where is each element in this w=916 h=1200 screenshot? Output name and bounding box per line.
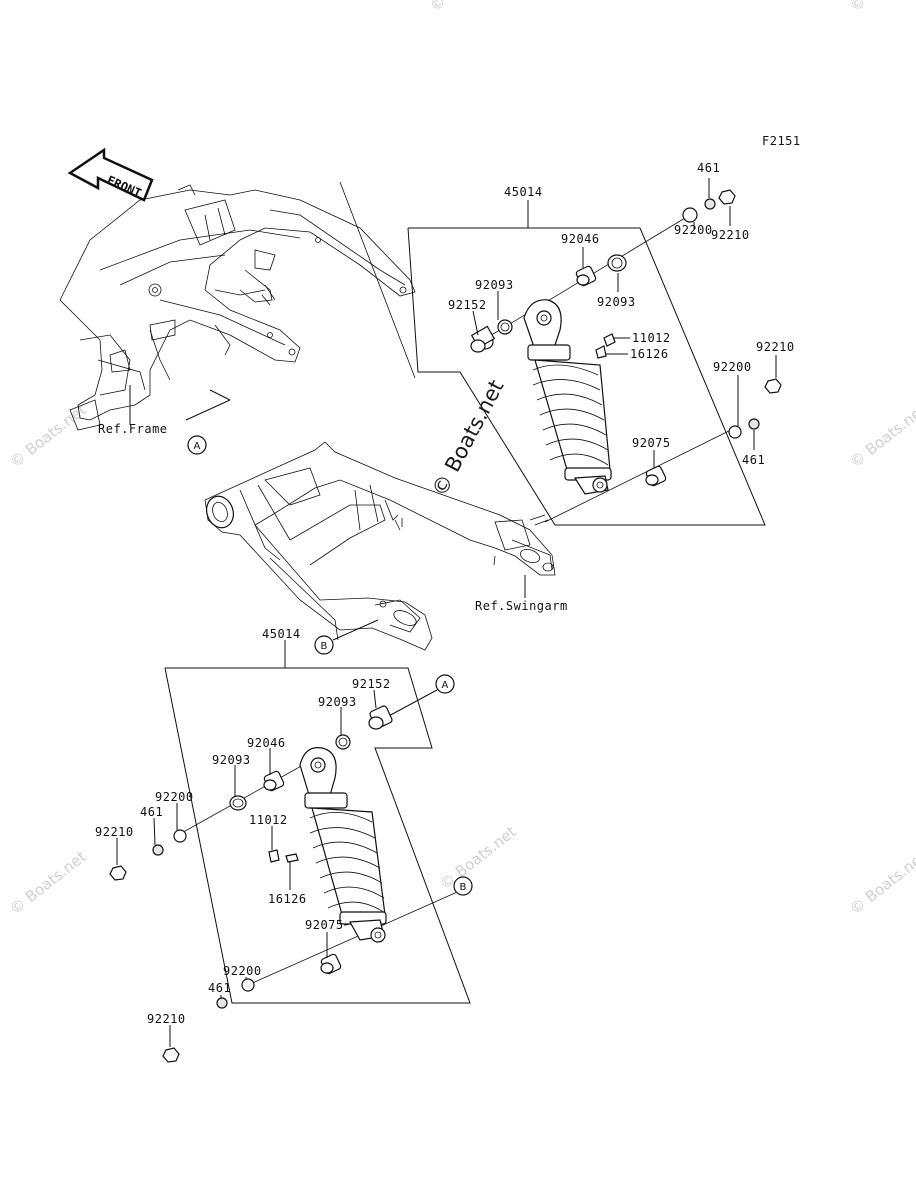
blabel-92075: 92075 <box>305 918 344 932</box>
label-92210: 92210 <box>711 228 750 242</box>
top-washer-92200 <box>682 207 698 223</box>
label-92152: 92152 <box>448 298 487 312</box>
marker-b-swingarm-label: B <box>321 641 328 652</box>
bleader-92152 <box>373 689 377 709</box>
label-92075: 92075 <box>632 436 671 450</box>
bottom-bushing-92152 <box>368 705 393 730</box>
blabel-11012: 11012 <box>249 813 288 827</box>
top-seal-92093a <box>497 319 513 335</box>
marker-b-swingarm <box>314 635 334 655</box>
faint-watermark-center: © Boats.net <box>436 823 519 894</box>
faint-watermark-left: © Boats.net <box>6 401 89 472</box>
top-assembly-label: 45014 <box>504 185 543 199</box>
top-shock-group: 45014 <box>407 161 795 526</box>
top-washer-461 <box>704 198 716 210</box>
bottom-seal-92093a-inner <box>338 737 348 747</box>
label-16126: 16126 <box>630 347 669 361</box>
bottom-seal-92093b-inner <box>232 798 244 808</box>
marker-b-bottom <box>453 876 473 896</box>
frame-a-leader <box>185 399 231 421</box>
swingarm-drawing <box>204 441 556 651</box>
bottom-washer-92200b <box>241 978 255 992</box>
label-92046: 92046 <box>561 232 600 246</box>
bottom-group-outline <box>164 667 471 1004</box>
top-group-outline <box>407 227 766 526</box>
bottom-seal-92093b <box>229 795 247 811</box>
marker-b-bottom-label: B <box>460 882 467 893</box>
bottom-nut-92210 <box>109 865 127 881</box>
label-92210b: 92210 <box>756 340 795 354</box>
swingarm-b-leader <box>332 619 379 641</box>
faint-watermark-right: © Boats.net <box>846 401 916 472</box>
label-461: 461 <box>697 161 720 175</box>
top-nut-92210 <box>718 189 736 205</box>
leader-92152 <box>472 310 479 336</box>
bottom-a-leader <box>384 689 438 719</box>
top-washer-461b <box>748 418 760 430</box>
bottom-washer-92200 <box>173 829 187 843</box>
top-bushing-92152 <box>470 325 496 353</box>
ref-swingarm-label: Ref.Swingarm <box>475 599 568 613</box>
marker-a-frame <box>187 435 207 455</box>
bottom-washer-461b <box>216 997 228 1009</box>
faint-watermark-right-2: © Boats.net <box>846 848 916 919</box>
bleader-461 <box>153 817 156 846</box>
bottom-mount-axis <box>544 427 736 523</box>
top-seal-92093b <box>607 254 627 272</box>
blabel-92210b: 92210 <box>147 1012 186 1026</box>
blabel-92046: 92046 <box>247 736 286 750</box>
top-bushing-92075 <box>645 465 667 487</box>
top-shock-absorber <box>523 299 612 495</box>
blabel-92093a: 92093 <box>318 695 357 709</box>
marker-a-bottom <box>435 674 455 694</box>
diagram-code: F2151 <box>762 134 801 148</box>
blabel-92200b: 92200 <box>223 964 262 978</box>
top-nut-92210b <box>764 378 782 394</box>
marker-a-bottom-label: A <box>442 680 449 691</box>
top-seal-92093a-inner <box>500 322 510 332</box>
blabel-92152: 92152 <box>352 677 391 691</box>
top-collar-92046 <box>575 265 597 287</box>
bottom-collar-92046 <box>263 770 285 792</box>
bottom-assembly-label: 45014 <box>262 627 301 641</box>
ref-frame-label: Ref.Frame <box>98 422 168 436</box>
top-washer-92200b <box>728 425 742 439</box>
label-92093a: 92093 <box>475 278 514 292</box>
marker-a-frame-label: A <box>194 441 201 452</box>
blabel-92200: 92200 <box>155 790 194 804</box>
label-461b: 461 <box>742 453 765 467</box>
label-92093b: 92093 <box>597 295 636 309</box>
top-seal-92093b-inner <box>611 257 623 269</box>
blabel-16126: 16126 <box>268 892 307 906</box>
bottom-lower-axis <box>247 892 456 986</box>
bottom-washer-461 <box>152 844 164 856</box>
bottom-shock-group: 45014 A B <box>95 627 473 1063</box>
faint-watermark-left-2: © Boats.net <box>6 848 89 919</box>
faint-watermark-top: © Boats.net <box>426 0 509 15</box>
bottom-cap-16126 <box>285 853 299 863</box>
blabel-461b: 461 <box>208 981 231 995</box>
bottom-nut-92210b <box>162 1047 180 1063</box>
top-fitting-11012 <box>603 333 616 347</box>
top-cap-16126 <box>595 345 607 359</box>
frame-a-leader-2 <box>209 389 231 401</box>
bottom-shock-absorber <box>299 747 387 943</box>
front-arrow-icon: FRONT <box>67 147 154 202</box>
label-11012: 11012 <box>632 331 671 345</box>
faint-watermark-top-right: © Boats.net <box>846 0 916 15</box>
bottom-seal-92093a <box>335 734 351 750</box>
watermark: © Boats.net <box>427 376 508 500</box>
blabel-461: 461 <box>140 805 163 819</box>
bottom-upper-axis <box>177 759 313 836</box>
bottom-bushing-92075 <box>320 953 342 975</box>
blabel-92093b: 92093 <box>212 753 251 767</box>
label-92200b: 92200 <box>713 360 752 374</box>
blabel-92210: 92210 <box>95 825 134 839</box>
bottom-fitting-11012 <box>268 849 280 863</box>
label-92200: 92200 <box>674 223 713 237</box>
frame-drawing <box>59 181 416 431</box>
